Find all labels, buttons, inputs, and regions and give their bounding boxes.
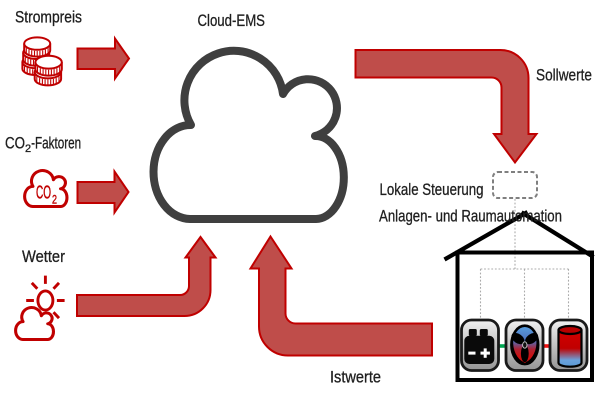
svg-text:CO2-Faktoren: CO2-Faktoren	[5, 135, 81, 156]
svg-text:2: 2	[52, 195, 57, 207]
svg-text:Anlagen- und Raumautomation: Anlagen- und Raumautomation	[379, 208, 562, 226]
svg-text:CO: CO	[36, 183, 51, 203]
svg-text:Sollwerte: Sollwerte	[536, 67, 592, 85]
svg-text:Strompreis: Strompreis	[15, 9, 82, 27]
svg-text:Istwerte: Istwerte	[330, 369, 381, 387]
svg-text:Lokale Steuerung: Lokale Steuerung	[380, 181, 484, 199]
svg-text:Wetter: Wetter	[22, 248, 65, 266]
svg-text:Cloud-EMS: Cloud-EMS	[198, 12, 266, 30]
